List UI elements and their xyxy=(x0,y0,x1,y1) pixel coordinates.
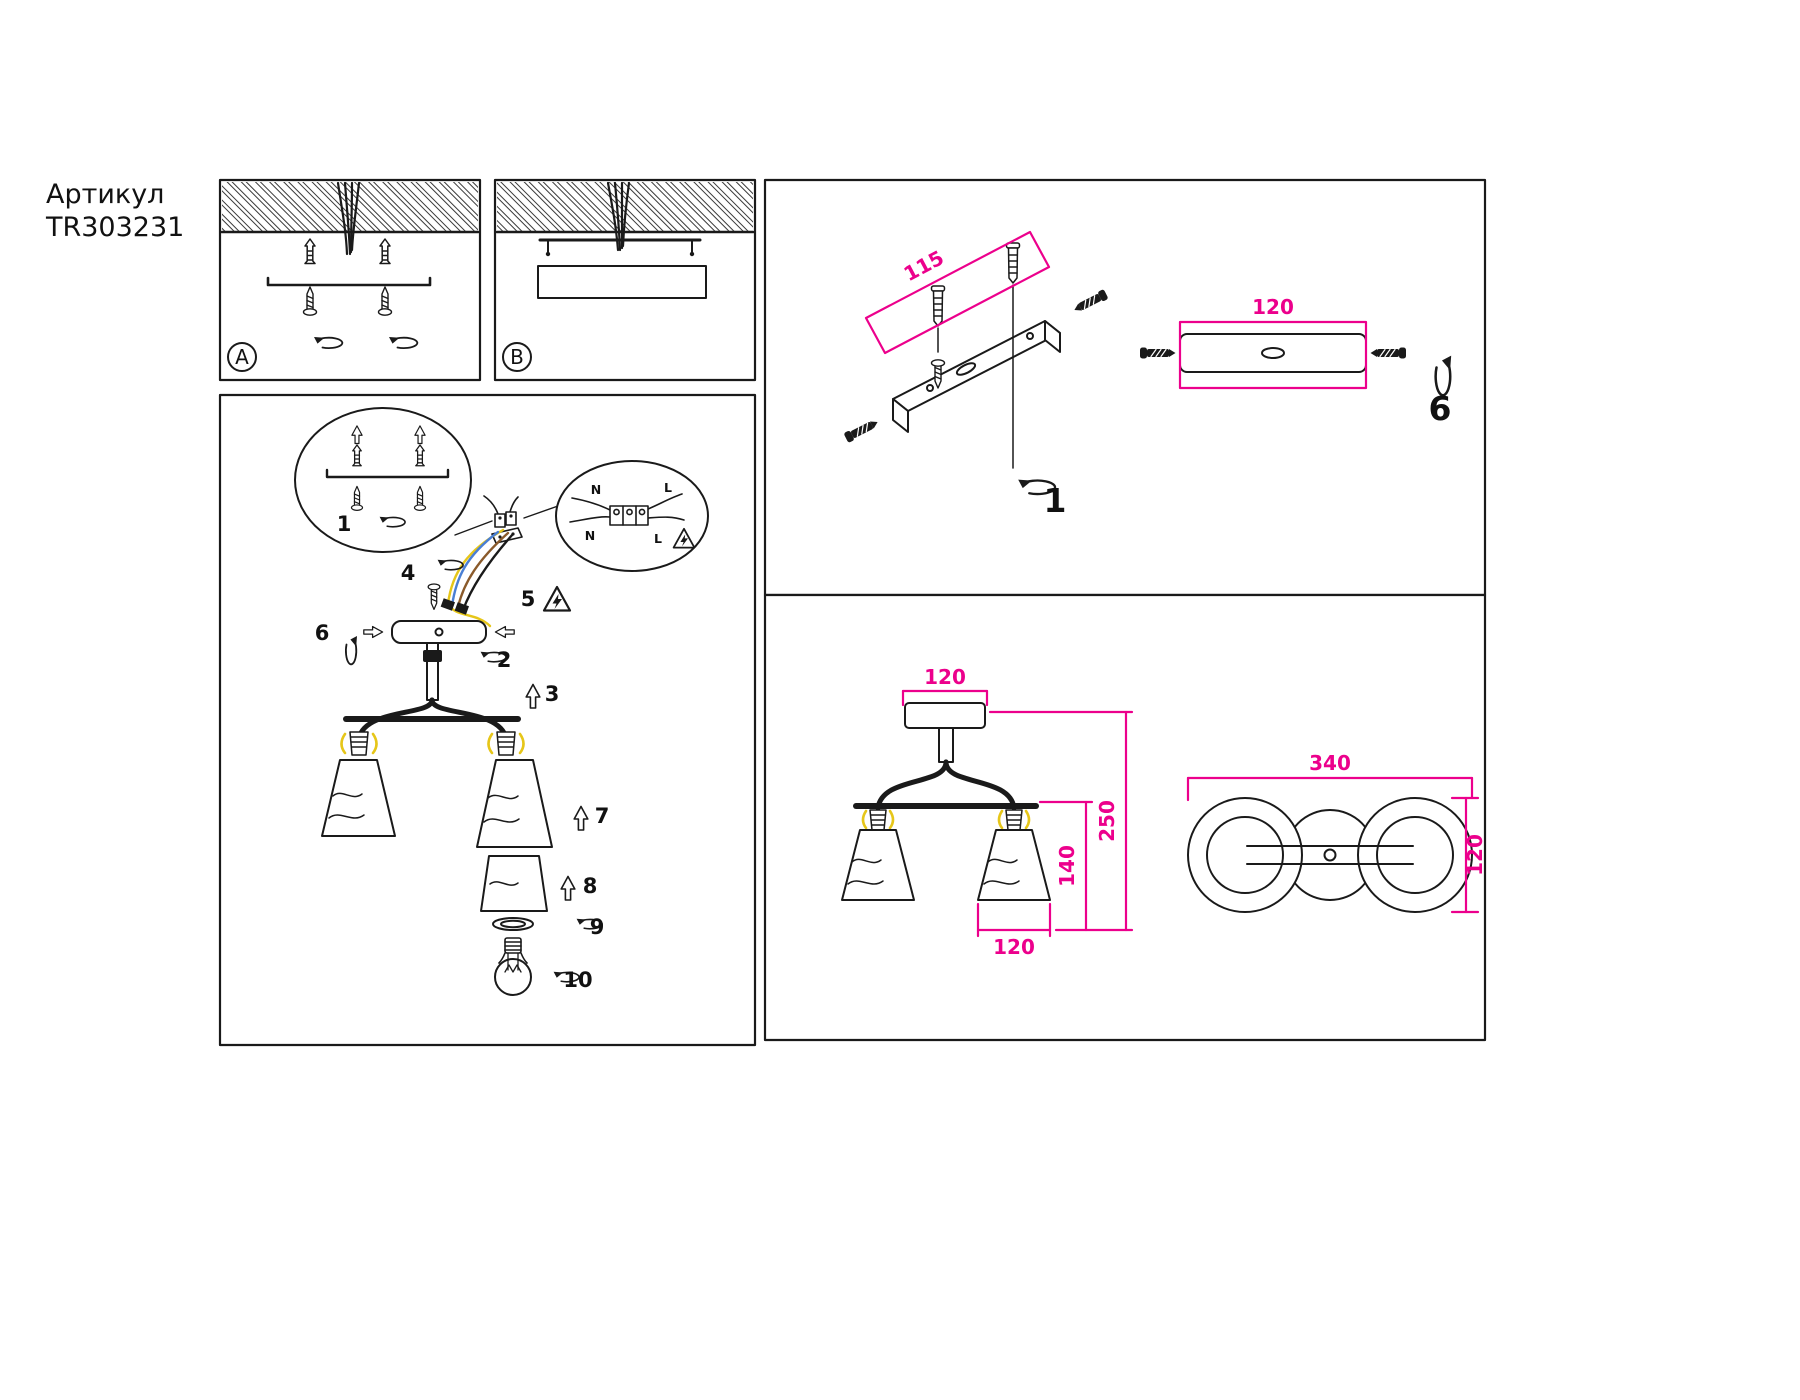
panel-b: B xyxy=(493,178,757,382)
socket-right xyxy=(487,731,525,756)
anchor-icon xyxy=(379,238,391,265)
panel-a-letter: A xyxy=(235,345,249,369)
shade-left xyxy=(321,759,396,837)
anchor-icon xyxy=(414,444,426,467)
canopy xyxy=(904,702,986,729)
shade-right xyxy=(977,829,1051,901)
step-7-label: 7 xyxy=(595,804,610,828)
wire-label-n-bottom: N xyxy=(585,528,595,543)
dowel-icon xyxy=(1005,242,1021,284)
wire-label-n-top: N xyxy=(591,482,601,497)
wire-terminals xyxy=(440,598,470,615)
socket-right xyxy=(997,809,1031,831)
dim-250-label: 250 xyxy=(1095,800,1119,842)
step-6-label: 6 xyxy=(315,621,330,645)
canopy-plate xyxy=(537,265,707,299)
dowel-icon xyxy=(930,285,946,327)
step-10-label: 10 xyxy=(563,968,592,992)
anchor-icon xyxy=(351,444,363,467)
dim-140-label: 140 xyxy=(1055,845,1079,887)
shade-ring xyxy=(492,917,534,931)
step-5-label: 5 xyxy=(521,587,536,611)
stem xyxy=(938,727,954,763)
panel-a: A xyxy=(218,178,482,382)
dim-120-width-label: 120 xyxy=(1463,834,1487,876)
shade-left xyxy=(841,829,915,901)
article-label: Артикул xyxy=(46,179,164,210)
wire-label-l-bottom: L xyxy=(654,531,662,546)
bulb xyxy=(494,937,532,996)
front-dims xyxy=(901,689,1134,938)
dim-120-plate-label: 120 xyxy=(1252,295,1294,319)
wire-label-l-top: L xyxy=(664,480,672,495)
dim-340-label: 340 xyxy=(1309,751,1351,775)
top-view xyxy=(1187,797,1473,913)
ceiling-wires xyxy=(336,181,361,256)
socket-left xyxy=(340,731,378,756)
step-4-label: 4 xyxy=(401,561,416,585)
mounting-bracket-line xyxy=(266,276,432,287)
step-2-label: 2 xyxy=(497,648,512,672)
step-9-label: 9 xyxy=(590,915,605,939)
front-view xyxy=(841,702,1051,901)
ceiling-hatch xyxy=(222,182,478,232)
dim-115-box xyxy=(864,230,1051,355)
step-8-label: 8 xyxy=(583,874,598,898)
ceiling-plate xyxy=(391,620,487,644)
step-6-big-label: 6 xyxy=(1429,389,1452,428)
socket-left xyxy=(861,809,895,831)
dim-canopy-120-label: 120 xyxy=(924,665,966,689)
panel-dimensions: 120 250 140 120 340 120 xyxy=(763,593,1487,1042)
anchor-icon xyxy=(304,238,316,265)
shade-right-inner xyxy=(480,855,548,912)
stem-connector xyxy=(423,650,442,662)
mounting-bracket-3d xyxy=(892,320,1061,433)
panel-install: 1 115 120 6 xyxy=(763,178,1487,597)
step1-balloon: 1 xyxy=(294,407,472,553)
dim-120-shade-label: 120 xyxy=(993,935,1035,959)
mounting-plate-side xyxy=(1179,333,1367,373)
top-view-dims xyxy=(1186,776,1480,914)
article-code: TR303231 xyxy=(45,212,184,243)
panel-assembly: 1 xyxy=(218,393,757,1047)
lamp-frame: 3 xyxy=(343,682,560,741)
step-1-big-label: 1 xyxy=(1044,481,1067,520)
dim-120-plate-box xyxy=(1178,320,1368,390)
step-3-label: 3 xyxy=(545,682,560,706)
shade-right-outer xyxy=(476,759,553,848)
step-1-label: 1 xyxy=(337,512,352,536)
panel-b-letter: B xyxy=(510,345,524,369)
wiring-detail-balloon: N L N L xyxy=(555,460,709,572)
